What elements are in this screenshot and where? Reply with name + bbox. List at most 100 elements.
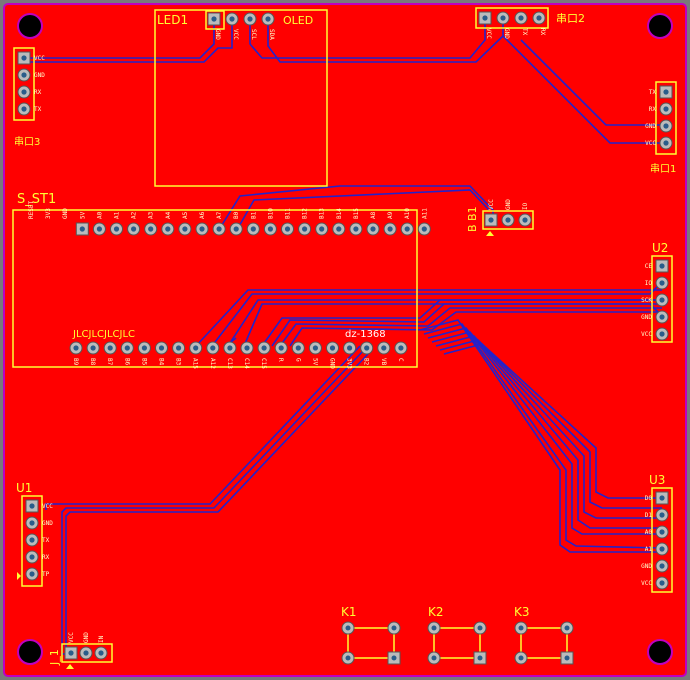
chuankou3-pin-4: [17, 102, 31, 116]
u2-pin-label: VCC: [641, 331, 652, 338]
s-st1-bottom-label: B9: [72, 358, 79, 366]
s-st1-top-label: B15: [353, 208, 360, 219]
s-st1-bottom-label: A12: [209, 358, 216, 369]
chuankou3-pin-1: [17, 51, 31, 65]
u3-pin-label: D0: [645, 495, 653, 502]
chuankou3-pin-label: GND: [34, 72, 45, 79]
chuankou1-pin-label: TX: [649, 89, 657, 96]
s-st1-top-label: B12: [302, 208, 309, 219]
u1-pin-4: [25, 550, 39, 564]
mounting-hole-tr: [647, 13, 673, 39]
j1-ref: J_1: [48, 649, 61, 666]
s-st1-top-label: A4: [165, 211, 172, 219]
s-st1-bottom-pin: [155, 341, 168, 355]
chuankou2-ref: 串口2: [556, 12, 585, 25]
k1-ref: K1: [341, 605, 357, 619]
led1-pin-4: [261, 12, 275, 26]
s-st1-top-pin: [229, 222, 243, 236]
u3-pin-4: [655, 542, 669, 556]
s-st1-bottom-pin: [120, 341, 134, 355]
s-st1-bottom-pin: [223, 341, 237, 355]
j1-pin-3: [94, 646, 108, 660]
s-st1-top-label: B14: [336, 208, 343, 219]
j1-pin-1: [64, 646, 78, 660]
s-st1-top-label: RESET: [28, 201, 35, 219]
s-st1-top-pin: [263, 222, 277, 236]
k1-component: K1: [341, 605, 401, 665]
u3-pin-label: D1: [645, 512, 653, 519]
chuankou3-pin-3: [17, 85, 31, 99]
u3-pin-label: GND: [641, 563, 652, 570]
s-st1-top-label: B13: [319, 208, 326, 219]
u2-pin-label: CE: [645, 263, 653, 270]
s-st1-bottom-pin: [360, 341, 374, 355]
s-st1-bottom-label: C14: [243, 358, 250, 369]
k3-component: K3: [514, 605, 574, 665]
s-st1-top-pin: [92, 222, 106, 236]
s-st1-bottom-pin: [86, 341, 100, 355]
u3-pin-5: [655, 559, 669, 573]
s-st1-bottom-label: C15: [260, 358, 267, 369]
chuankou1-pin-label: RX: [649, 106, 657, 113]
u1-pin-5: [25, 567, 39, 581]
s-st1-top-label: B0: [233, 211, 240, 219]
s-st1-top-pin: [161, 222, 175, 236]
j1-pin-label: VCC: [68, 632, 75, 643]
led1-pin-1: [207, 12, 221, 26]
k3-ref: K3: [514, 605, 530, 619]
mounting-hole-tl: [17, 13, 43, 39]
s-st1-bottom-label: G: [294, 358, 301, 362]
s-st1-bottom-label: VB: [380, 358, 387, 366]
s-st1-top-pin: [383, 222, 397, 236]
s-st1-bottom-label: C: [397, 358, 404, 362]
s-st1-top-label: A9: [387, 211, 394, 219]
chuankou3-pin-2: [17, 68, 31, 82]
u1-ref: U1: [16, 481, 32, 495]
s-st1-top-pin: [127, 222, 141, 236]
b1-pin-label: GND: [505, 199, 512, 210]
s-st1-top-label: A0: [96, 211, 103, 219]
s-st1-top-pin: [178, 222, 192, 236]
chuankou1-pin-3: [659, 119, 673, 133]
s-st1-bottom-pin: [189, 341, 203, 355]
s-st1-top-label: B1: [250, 211, 257, 219]
u2-pin-3: [655, 293, 669, 307]
s-st1-bottom-label: C13: [226, 358, 233, 369]
s-st1-top-pin: [281, 222, 294, 236]
u1-pin-3: [25, 533, 39, 547]
u3-pin-label: VCC: [641, 580, 652, 587]
u2-ref: U2: [652, 241, 668, 255]
u1-pin-label: TX: [42, 537, 50, 544]
s-st1-top-pin: [212, 222, 226, 236]
s-st1-bottom-pin: [240, 341, 254, 355]
u3-pin-label: A0: [645, 529, 653, 536]
chuankou2-pin-label: TX: [521, 28, 528, 36]
u2-pin-label: IO: [645, 280, 653, 287]
s-st1-code: dz-1368: [345, 329, 386, 340]
u2-pin-2: [655, 276, 669, 290]
s-st1-top-label: A8: [370, 211, 377, 219]
s-st1-top-pin: [144, 222, 158, 236]
u2-pin-1: [655, 259, 669, 273]
s-st1-top-label: A10: [404, 208, 411, 219]
j1-pin-label: GND: [83, 632, 90, 643]
b1-ref: B B1: [466, 206, 479, 232]
s-st1-bottom-label: A15: [192, 358, 199, 369]
u3-ref: U3: [649, 473, 665, 487]
s-st1-bottom-label: B7: [106, 358, 113, 366]
u2-pin-5: [655, 327, 669, 341]
s-st1-bottom-pin: [394, 341, 408, 355]
s-st1-bottom-label: GND: [329, 358, 336, 369]
led1-pin-3: [243, 12, 257, 26]
b1-pin-2: [501, 213, 515, 227]
mounting-hole-bl: [17, 639, 43, 665]
s-st1-bottom-pin: [172, 341, 186, 355]
s-st1-top-label: A5: [182, 211, 189, 219]
u1-pin-2: [25, 516, 39, 530]
